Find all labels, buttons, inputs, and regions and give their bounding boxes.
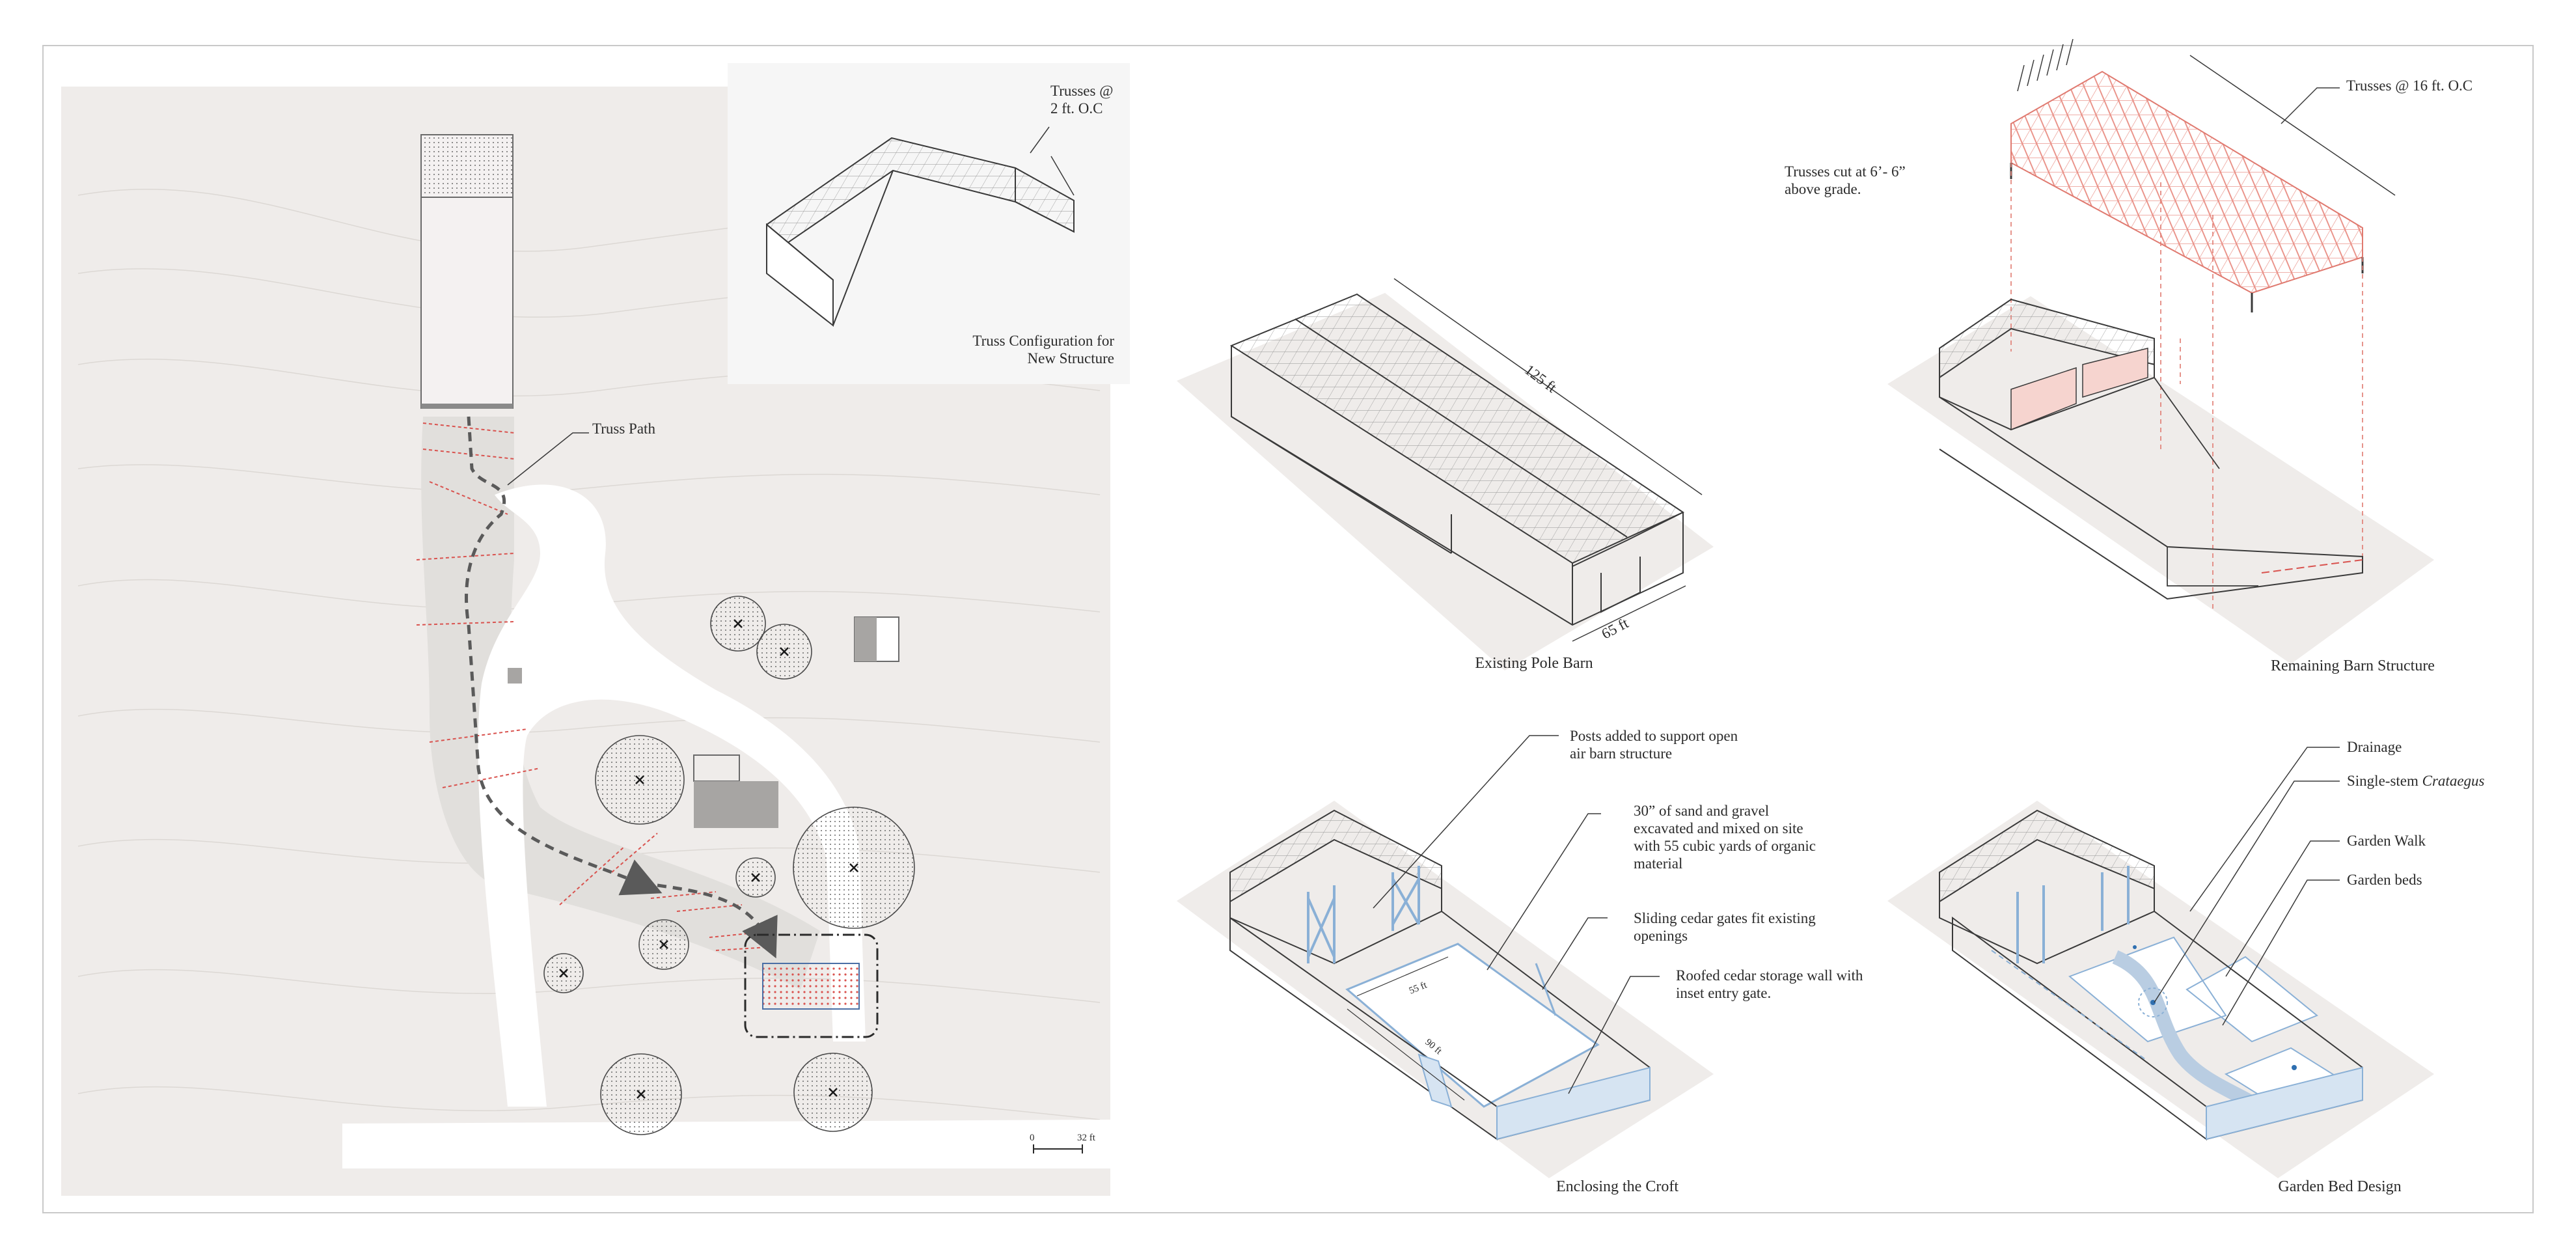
house bbox=[694, 781, 778, 828]
scale-bar bbox=[1033, 1144, 1083, 1153]
garden-walk bbox=[2112, 950, 2263, 1113]
driveway bbox=[478, 484, 866, 1107]
inset-truss-spacing-label: Trusses @ 2 ft. O.C bbox=[1050, 83, 1114, 117]
remaining-barn bbox=[1887, 38, 2434, 664]
truss-path-label: Truss Path bbox=[592, 421, 655, 437]
caption-existing-pole-barn: Existing Pole Barn bbox=[1475, 655, 1593, 672]
storage-wall-label: Roofed cedar storage wall with inset ent… bbox=[1676, 967, 1863, 1001]
truss-path-leader bbox=[507, 432, 589, 486]
dim-125 bbox=[1393, 278, 1703, 495]
garden-boundary bbox=[744, 933, 879, 1038]
crataegus-name: Crataegus bbox=[2422, 773, 2485, 789]
caption-garden-bed-design: Garden Bed Design bbox=[2278, 1178, 2402, 1195]
garden-plot bbox=[762, 963, 860, 1010]
crataegus-label: Single-stem Crataegus bbox=[2347, 772, 2484, 790]
garden-bed-design bbox=[1887, 747, 2434, 1178]
existing-pole-barn bbox=[1177, 278, 1714, 670]
red-trusses bbox=[2010, 70, 2363, 294]
caption-enclosing-croft: Enclosing the Croft bbox=[1556, 1178, 1679, 1195]
lower-road bbox=[342, 1120, 1110, 1168]
shed-small bbox=[508, 668, 522, 684]
barn-roof-hatch bbox=[420, 134, 514, 198]
site-plan bbox=[61, 63, 1130, 1196]
red-end-panels bbox=[2010, 348, 2148, 431]
blue-storage-wall bbox=[1496, 1066, 1651, 1140]
drainage-label: Drainage bbox=[2347, 739, 2402, 755]
dim-16oc bbox=[2189, 55, 2396, 196]
trusses-cut-label: Trusses cut at 6’- 6” above grade. bbox=[1785, 163, 1906, 197]
enclosing-croft bbox=[1177, 735, 1714, 1178]
drainage-line bbox=[1991, 950, 2148, 1062]
garden-beds-label: Garden beds bbox=[2347, 872, 2422, 888]
truss-path-arrow bbox=[465, 416, 663, 896]
inset-truss-drawing bbox=[766, 126, 1075, 327]
garden-walk-label: Garden Walk bbox=[2347, 833, 2426, 849]
sheet-border bbox=[42, 45, 2534, 1213]
inset-caption: Truss Configuration for New Structure bbox=[972, 333, 1114, 366]
trusses-oc-label: Trusses @ 16 ft. O.C bbox=[2346, 77, 2473, 94]
posts-label: Posts added to support open air barn str… bbox=[1570, 728, 1738, 762]
scale-zero-label: 0 bbox=[1030, 1133, 1035, 1143]
crataegus-tree bbox=[2138, 988, 2168, 1017]
dim-65 bbox=[1572, 585, 1686, 642]
caption-remaining-barn: Remaining Barn Structure bbox=[2271, 657, 2435, 674]
sand-gravel-label: 30” of sand and gravel excavated and mix… bbox=[1634, 803, 1816, 872]
crataegus-prefix: Single-stem bbox=[2347, 773, 2422, 789]
scale-end-label: 32 ft bbox=[1077, 1133, 1095, 1143]
sliding-gates-label: Sliding cedar gates fit existing opening… bbox=[1634, 910, 1816, 944]
tree-centers bbox=[559, 619, 858, 1099]
